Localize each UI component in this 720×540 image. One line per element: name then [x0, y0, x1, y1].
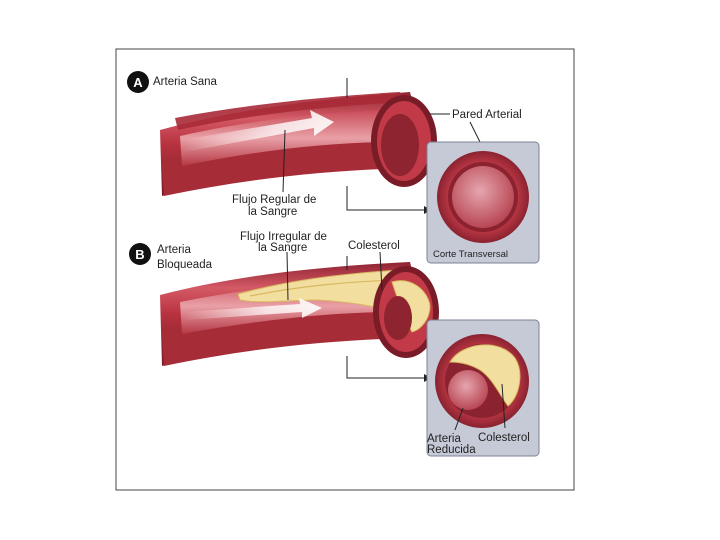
leader-b-to-section	[346, 356, 424, 379]
label-flow-b-2: la Sangre	[258, 242, 307, 254]
badge-b-text: B	[135, 247, 144, 262]
leader-cholesterol	[379, 251, 383, 291]
label-cholesterol: Colesterol	[348, 240, 400, 252]
panel-b: B Arteria Bloqueada Flujo Irregular de l…	[129, 231, 540, 457]
label-section: Corte Transversal	[433, 249, 508, 260]
panel-b-title-1: Arteria	[157, 244, 191, 256]
panel-b-title-2: Bloqueada	[157, 259, 213, 271]
healthy-artery	[160, 92, 437, 196]
badge-a-text: A	[133, 75, 143, 90]
label-wall: Pared Arterial	[452, 109, 522, 121]
label-reduced-1: Arteria	[427, 433, 461, 445]
blocked-artery	[160, 262, 439, 366]
label-flow-b-1: Flujo Irregular de	[240, 231, 327, 243]
label-flow-a-1: Flujo Regular de	[232, 194, 316, 206]
leader-a-to-section	[346, 186, 424, 211]
inset-healthy-section: Corte Transversal	[426, 141, 540, 264]
inset-blocked-section: Arteria Reducida Colesterol	[426, 319, 540, 457]
panel-a: A Arteria Sana Pared Arterial Flujo Regu…	[127, 71, 540, 264]
badge-b-circle	[129, 243, 151, 265]
leader-flow-a	[282, 129, 286, 193]
label-cholesterol-section: Colesterol	[478, 432, 530, 444]
label-flow-a-2: la Sangre	[248, 206, 297, 218]
label-reduced-2: Reducida	[427, 444, 476, 456]
panel-a-title: Arteria Sana	[153, 76, 218, 88]
leader-flow-b	[286, 251, 289, 301]
badge-a-circle	[127, 71, 149, 93]
